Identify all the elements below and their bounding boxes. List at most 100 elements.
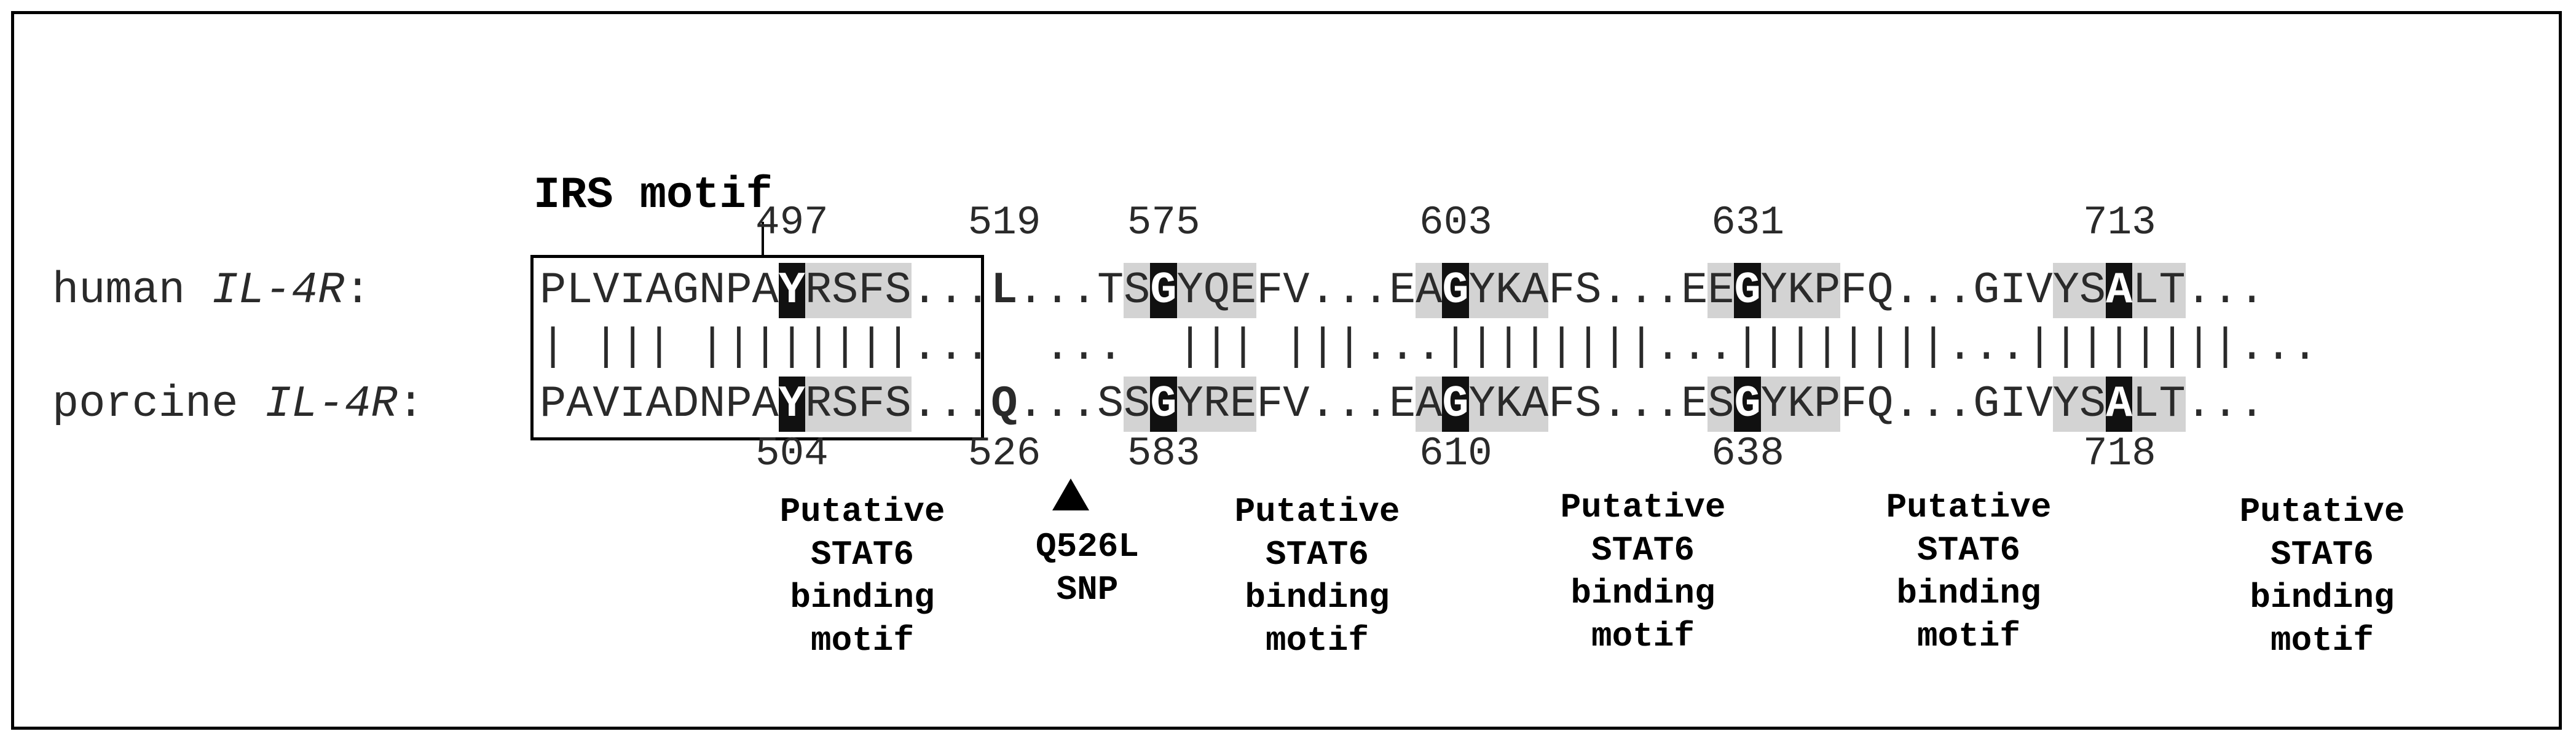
residue: Y — [1760, 377, 1787, 432]
residue: . — [1362, 265, 1390, 316]
residue: P — [1814, 377, 1840, 432]
match-symbol: . — [1681, 322, 1708, 372]
residue: D — [672, 379, 699, 429]
residue: S — [1575, 379, 1602, 429]
residue: . — [1946, 265, 1974, 316]
residue: G — [1442, 263, 1469, 318]
residue: P — [1814, 263, 1840, 318]
match-symbol: | — [699, 322, 726, 372]
snp-arrow-icon — [1052, 478, 1089, 510]
match-symbol: | — [645, 322, 672, 372]
match-symbol: . — [1707, 322, 1735, 372]
residue: . — [937, 379, 965, 429]
match-symbol: | — [1548, 322, 1575, 372]
residue: E — [1707, 263, 1734, 318]
match-symbol: | — [832, 322, 859, 372]
residue: Y — [1176, 263, 1203, 318]
match-symbol: | — [540, 322, 567, 372]
residue: . — [1654, 379, 1682, 429]
residue: . — [2239, 265, 2266, 316]
residue: F — [858, 377, 884, 432]
residue: G — [1442, 377, 1469, 432]
residue: V — [593, 379, 620, 429]
match-symbol: | — [1867, 322, 1894, 372]
match-symbol: | — [1309, 322, 1336, 372]
residue: E — [1389, 265, 1416, 316]
residue: T — [2159, 377, 2186, 432]
residue: V — [1283, 265, 1310, 316]
match-symbol: | — [884, 322, 912, 372]
residue: S — [884, 263, 912, 318]
residue: A — [1416, 377, 1442, 432]
residue: I — [619, 379, 646, 429]
position-number: 610 — [1419, 431, 1492, 477]
residue: Y — [778, 263, 805, 318]
residue: . — [1309, 265, 1336, 316]
match-symbol: . — [1044, 322, 1071, 372]
human-sequence: PLVIAGNPAYRSFS...L...TSGYQEFV...EAGYKAFS… — [540, 263, 2265, 318]
match-symbol: . — [1973, 322, 2000, 372]
position-number: 631 — [1711, 200, 1784, 246]
residue: . — [1017, 265, 1044, 316]
match-symbol: | — [1442, 322, 1469, 372]
residue: . — [911, 379, 938, 429]
match-symbol: | — [2106, 322, 2133, 372]
residue: . — [2185, 265, 2212, 316]
match-symbol: . — [2239, 322, 2266, 372]
match-symbol: | — [1601, 322, 1628, 372]
residue: R — [805, 263, 832, 318]
residue: . — [1070, 265, 1097, 316]
residue: L — [2132, 377, 2159, 432]
residue: F — [1840, 265, 1867, 316]
match-symbol: | — [1840, 322, 1867, 372]
residue: L — [566, 265, 593, 316]
residue: A — [2106, 377, 2132, 432]
residue: V — [2026, 379, 2053, 429]
residue: S — [832, 263, 858, 318]
residue: A — [1521, 377, 1548, 432]
match-symbol — [672, 319, 699, 375]
residue: . — [964, 265, 991, 316]
residue: G — [1973, 379, 2000, 429]
residue: . — [1336, 379, 1363, 429]
residue: . — [1893, 379, 1920, 429]
residue: . — [1946, 379, 1974, 429]
snp-label: Q526L SNP — [1035, 527, 1140, 609]
residue: G — [1150, 263, 1177, 318]
irs-motif-label: IRS motif — [534, 170, 773, 221]
match-symbol: | — [1468, 322, 1495, 372]
residue: S — [884, 377, 912, 432]
match-symbol: | — [1495, 322, 1522, 372]
match-symbol — [566, 319, 593, 375]
match-symbol: | — [1814, 322, 1841, 372]
residue: N — [699, 379, 726, 429]
residue: G — [1734, 263, 1761, 318]
residue: N — [699, 265, 726, 316]
human-label: human IL-4R: — [52, 265, 371, 316]
residue: A — [566, 379, 593, 429]
residue: Q — [1867, 379, 1894, 429]
residue: V — [2026, 265, 2053, 316]
porcine-label: porcine IL-4R: — [52, 379, 424, 429]
stat6-motif-label: Putative STAT6 binding motif — [1234, 492, 1400, 660]
residue: S — [2079, 263, 2106, 318]
match-symbol: . — [1097, 322, 1124, 372]
position-number: 504 — [755, 431, 829, 477]
match-symbol: | — [858, 322, 885, 372]
residue: . — [1336, 265, 1363, 316]
match-symbol: . — [1070, 322, 1097, 372]
residue: . — [937, 265, 965, 316]
residue: F — [1548, 379, 1575, 429]
residue: E — [1389, 379, 1416, 429]
match-symbol: | — [1283, 322, 1310, 372]
match-symbol: | — [725, 322, 752, 372]
residue: G — [672, 265, 699, 316]
match-symbol: . — [1362, 322, 1390, 372]
residue: I — [1999, 265, 2027, 316]
residue: . — [2212, 265, 2239, 316]
match-symbol: | — [1336, 322, 1363, 372]
match-symbol — [1256, 319, 1283, 375]
residue: . — [1044, 379, 1071, 429]
position-number: 575 — [1127, 200, 1200, 246]
residue: . — [1601, 265, 1628, 316]
